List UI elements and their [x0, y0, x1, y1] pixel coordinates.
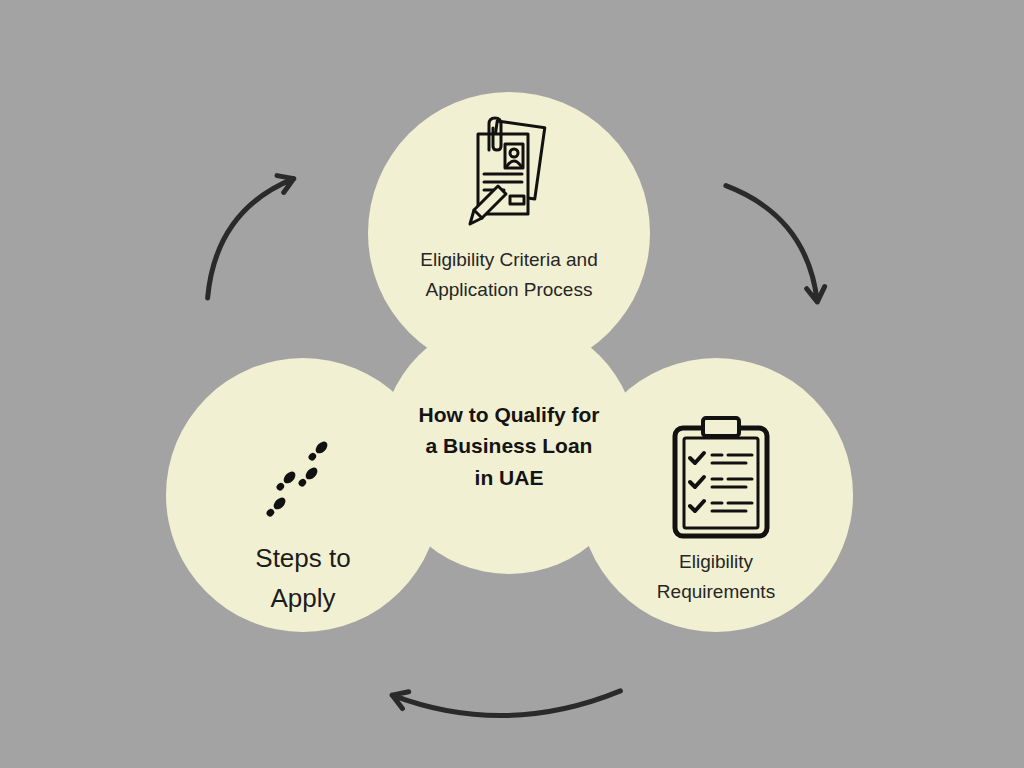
document-icon	[470, 118, 545, 224]
steps-circle: Steps to Apply	[106, 298, 500, 692]
text-holder: Eligibility Requirements	[626, 547, 806, 608]
text-holder: Steps to Apply	[223, 538, 383, 619]
node-label: Steps to Apply	[223, 538, 383, 619]
clipboard-icon	[675, 418, 767, 536]
cycle-arrow	[208, 176, 294, 298]
node-label: Eligibility Requirements	[626, 547, 806, 608]
circle-face	[520, 299, 912, 691]
ring-disc	[106, 298, 500, 692]
cream-disc	[166, 358, 440, 632]
cycle-arrow	[392, 691, 620, 716]
circle-face	[106, 298, 500, 692]
cream-disc	[579, 358, 853, 632]
text-holder: Eligibility Criteria and Application Pro…	[389, 245, 629, 306]
dot-pattern	[0, 0, 300, 130]
ring-disc	[520, 299, 912, 691]
footprints-icon	[264, 439, 329, 518]
text-holder: How to Qualify for a Business Loan in UA…	[414, 399, 604, 494]
title-text: How to Qualify for a Business Loan in UA…	[414, 399, 604, 494]
node-label: Eligibility Criteria and Application Pro…	[389, 245, 629, 306]
diamond-pattern	[870, 120, 1024, 768]
cycle-arrow	[726, 186, 825, 302]
requirements-circle: Eligibility Requirements	[520, 299, 912, 691]
